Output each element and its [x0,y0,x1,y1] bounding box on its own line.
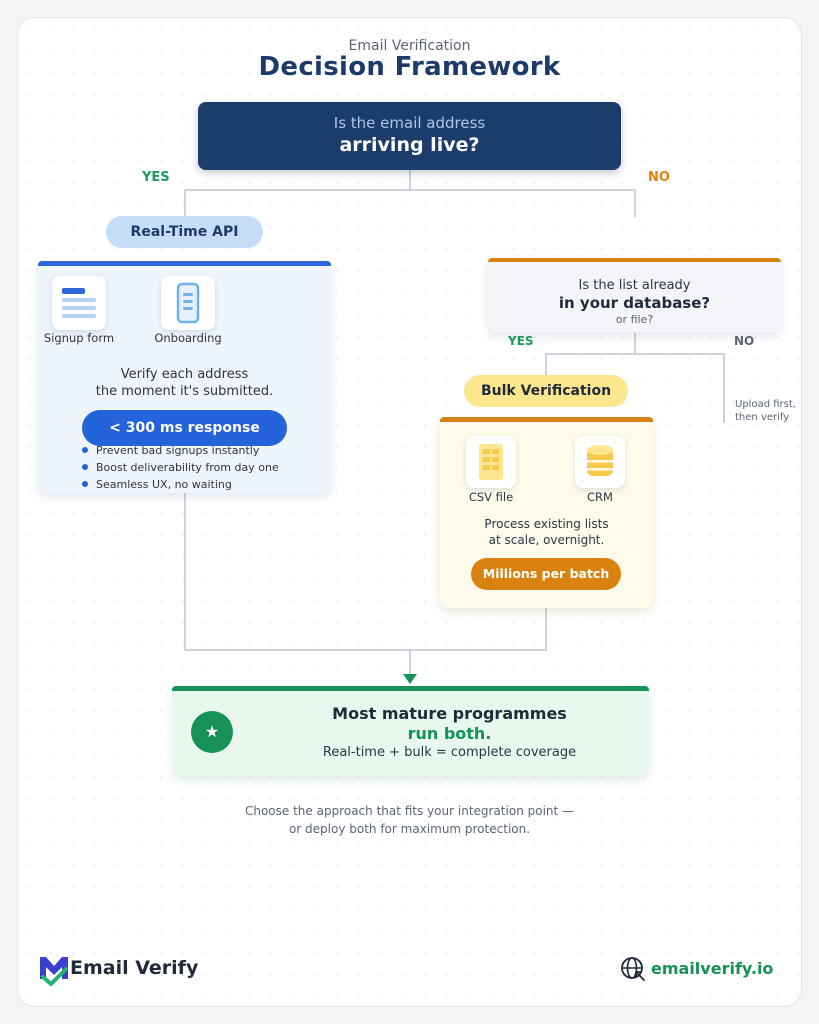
connector-q2-down [634,333,636,354]
bullet-dot [82,481,88,487]
connector-merge-horizontal [184,649,547,651]
bullet-text: Seamless UX, no waiting [96,478,232,491]
bullet-text: Prevent bad signups instantly [96,444,260,457]
realtime-api-pill: Real-Time API [106,216,263,248]
mobile-icon [176,282,200,324]
footnote-line-2: or deploy both for maximum protection. [288,822,531,836]
no-label: NO [648,170,670,185]
question-in-database: Is the list already in your database? or… [488,258,781,332]
email-verify-logo-icon [40,957,68,986]
response-time-badge: < 300 ms response [82,410,287,446]
connector-q2-no-down [723,353,725,423]
csv-file-icon [479,444,503,480]
connector-top-horizontal [184,189,636,191]
final-line-2: run both. [407,724,492,743]
upload-note-line-1: Upload first, [735,399,796,410]
connector-merge-down [409,649,411,674]
brand-name: Email Verify [70,957,199,979]
realtime-description: Verify each address the moment it's subm… [38,366,331,400]
footnote: Choose the approach that fits your integ… [0,802,819,838]
star-icon: ★ [191,711,233,753]
connector-rt-down [184,493,186,650]
csv-file-caption: CSV file [468,490,514,504]
connector-no-down [634,189,636,217]
batch-size-badge: Millions per batch [471,558,621,590]
connector-bulk-down [545,608,547,650]
upload-note-line-2: then verify [735,412,790,423]
list-item: Prevent bad signups instantly [82,442,322,459]
database-icon [587,445,613,476]
signup-form-caption: Signup form [43,331,115,345]
csv-file-tile [466,436,516,488]
upload-first-note: Upload first, then verify [735,398,805,424]
bullet-dot [82,464,88,470]
footnote-line-1: Choose the approach that fits your integ… [244,804,575,818]
question-1-line-2: arriving live? [339,134,480,156]
question-arriving-live: Is the email address arriving live? [198,102,621,170]
realtime-description-line-1: Verify each address [120,367,249,382]
bulk-verification-pill: Bulk Verification [464,375,628,407]
question-2-line-3: or file? [615,313,654,326]
list-item: Boost deliverability from day one [82,459,322,476]
brand-logo: Email Verify [38,953,198,987]
site-link[interactable]: emailverify.io [620,956,773,984]
bulk-description-line-1: Process existing lists [484,517,609,531]
connector-yes-down [184,189,186,217]
final-line-3: Real-time + bulk = complete coverage [322,745,577,760]
globe-icon [621,957,645,981]
bullet-text: Boost deliverability from day one [96,461,279,474]
connector-q2-yes-down [545,353,547,375]
site-url[interactable]: emailverify.io [651,959,774,978]
question-1-line-1: Is the email address [333,114,486,132]
realtime-bullet-list: Prevent bad signups instantly Boost deli… [82,442,322,493]
final-line-1: Most mature programmes [332,704,567,723]
question-2-line-2: in your database? [558,294,711,312]
signup-form-tile [52,276,106,330]
page-subtitle: Email Verification [348,38,471,54]
q2-yes-label: YES [508,334,534,348]
question-2-line-1: Is the list already [578,278,691,293]
realtime-description-line-2: the moment it's submitted. [95,384,274,399]
connector-q2-horizontal [545,353,725,355]
final-recommendation-panel [172,686,649,776]
onboarding-tile [161,276,215,330]
bulk-description-line-2: at scale, overnight. [488,533,605,547]
arrow-down-icon [403,674,417,684]
bullet-dot [82,447,88,453]
yes-label: YES [142,170,170,185]
crm-tile [575,436,625,488]
bulk-description: Process existing lists at scale, overnig… [440,516,653,548]
connector-q1-down [409,170,411,190]
crm-caption: CRM [587,490,613,504]
list-item: Seamless UX, no waiting [82,476,322,493]
form-icon [62,288,96,318]
page-title: Decision Framework [258,52,561,82]
q2-no-label: NO [734,334,755,348]
onboarding-caption: Onboarding [154,331,222,345]
